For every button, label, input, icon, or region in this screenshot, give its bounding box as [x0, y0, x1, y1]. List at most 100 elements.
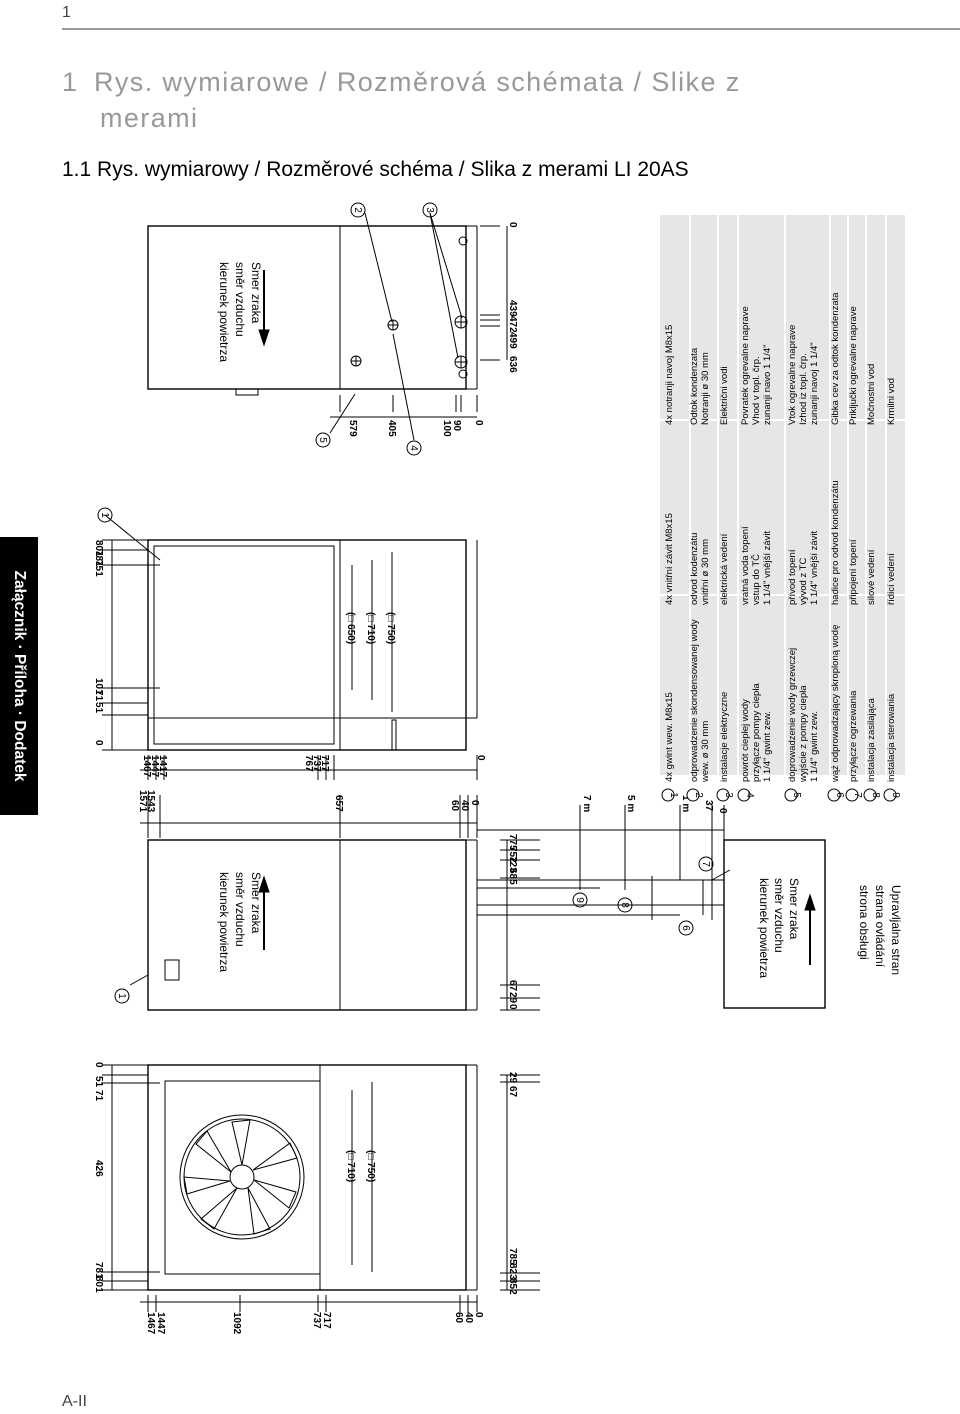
- dim-101: 101: [93, 678, 104, 695]
- legend-text-cz: vývod z TC: [798, 558, 809, 605]
- dim-0-topview: 0: [475, 755, 486, 761]
- legend-text-cz: elektrická vedení: [719, 533, 730, 605]
- side-view-middle: [129, 795, 826, 1011]
- legend-number-circle: [883, 788, 897, 802]
- dim-40-front: 40: [463, 1312, 474, 1324]
- dim-801: 801: [93, 540, 104, 557]
- dim-717: 717: [319, 755, 330, 772]
- arrow-up-icon: [258, 875, 270, 893]
- callout-1a: [97, 507, 113, 523]
- dim-1447: 1447: [149, 755, 160, 778]
- callout-3-label: 3: [424, 207, 435, 213]
- legend-number: 8: [870, 792, 881, 798]
- callout-3: [422, 202, 438, 218]
- dim-1417: 1417: [157, 755, 168, 778]
- legend-text-pl: doprowadzenie wody grzewczej: [787, 648, 798, 782]
- legend-number: 5: [791, 792, 802, 798]
- dim-0-left: 0: [93, 740, 104, 746]
- callout-4: [406, 440, 422, 456]
- legend-number: 3: [723, 792, 734, 798]
- legend-text-cz: 4x vnitřní závit M8x15: [664, 513, 675, 605]
- airflow-label-box-1: kierunek powietrza: [757, 878, 771, 978]
- arrow-down-icon: [258, 329, 270, 347]
- dim-852: 852: [507, 1278, 518, 1295]
- legend-text-sl: Krmilni vod: [886, 378, 897, 425]
- dim-439: 439: [507, 300, 518, 317]
- legend-text-pl: 1 1/4" gwint zew.: [809, 711, 820, 782]
- dim-71: 71: [93, 690, 104, 702]
- callout-9: [572, 892, 588, 908]
- legend-text-pl: 4x gwint wew. M8x15: [664, 692, 675, 782]
- legend-text-pl: wew. ø 30 mm: [700, 721, 711, 783]
- dim-0-frontleft: 0: [93, 1062, 104, 1068]
- side-tab: Załącznik · Příloha · Dodatek: [0, 537, 38, 815]
- airflow-label-3: Smer zraka: [249, 262, 263, 324]
- section-number: 1: [62, 67, 79, 97]
- callout-7: [698, 856, 714, 872]
- callout-9-label: 9: [574, 897, 585, 903]
- dim-29: 29: [507, 992, 518, 1004]
- dim-0-midright: 0: [717, 808, 728, 814]
- distance-1m: 1 m: [680, 795, 691, 812]
- legend-text-sl: Močnostni vod: [866, 364, 877, 425]
- subsection-heading: 1.1 Rys. wymiarowy / Rozměrové schéma / …: [62, 158, 689, 181]
- legend-text-pl: powrót ciepłej wody: [740, 699, 751, 782]
- legend-text-sl: Vhod v topl. črp.: [751, 356, 762, 425]
- legend-text-sl: Vtok ogrevalne naprave: [787, 325, 798, 425]
- dim-751: 751: [93, 560, 104, 577]
- legend-number: 1: [668, 792, 679, 798]
- airflow-arrows: [258, 270, 816, 965]
- dim-1467: 1467: [141, 755, 152, 778]
- dim-499: 499: [507, 332, 518, 349]
- legend-number: 6: [834, 792, 845, 798]
- callout-6-label: 6: [680, 925, 691, 931]
- legend-number-circle: [661, 788, 675, 802]
- dim-579: 579: [347, 420, 358, 437]
- dim-51: 51: [93, 702, 104, 714]
- legend-text-sl: Odtok kondenzata: [689, 347, 700, 425]
- callout-2-label: 2: [352, 207, 363, 213]
- legend-text-cz: 1 1/4" vnější závit: [809, 531, 820, 605]
- legend-number-circle: [827, 788, 841, 802]
- legend-text-pl: przyłącze pompy ciepła: [751, 683, 762, 782]
- dim-636: 636: [507, 356, 518, 373]
- legend-number: 2: [693, 792, 704, 798]
- airflow-label-1: kierunek powietrza: [217, 262, 231, 362]
- service-label-2: strana ovládání: [873, 885, 887, 968]
- legend-number-circle: [863, 788, 877, 802]
- dim-737-front: 737: [311, 1312, 322, 1329]
- dim-71-front: 71: [93, 1090, 104, 1102]
- airflow-label-mid-2: směr vzduchu: [233, 872, 247, 947]
- legend-text-cz: řídicí vedení: [886, 553, 897, 605]
- dim-750-front: (□ 750): [365, 1150, 376, 1182]
- dim-37: 37: [703, 800, 714, 812]
- page-number: 1: [62, 4, 71, 21]
- dim-781: 781: [93, 550, 104, 567]
- legend-grid: [660, 215, 905, 775]
- dim-0-midleft: 0: [507, 1004, 518, 1010]
- dim-51-front: 51: [93, 1076, 104, 1088]
- legend-number: 7: [852, 792, 863, 798]
- dim-40: 40: [459, 800, 470, 812]
- legend-text-cz: vstup do TČ: [751, 554, 762, 605]
- dim-710-front: (□ 710): [345, 1150, 356, 1182]
- legend-text-sl: zunanji navoj 1 1/4": [809, 342, 820, 425]
- legend-number-circle: [784, 788, 798, 802]
- legend-text-sl: Priključki ogrevalne naprave: [848, 306, 859, 425]
- legend-text-pl: odprowadzenie skondensowanej wody: [689, 619, 700, 782]
- dim-781-front: 781: [93, 1262, 104, 1279]
- dim-823: 823: [507, 1263, 518, 1280]
- dim-1447-front: 1447: [155, 1312, 166, 1335]
- legend-number-circle: [737, 788, 751, 802]
- dim-1571: 1571: [137, 790, 148, 813]
- callout-5-label: 5: [317, 437, 328, 443]
- legend-text-pl: wyjście z pompy ciepła: [798, 685, 809, 783]
- legend-text-cz: odvod kodenzátu: [689, 533, 700, 605]
- dim-775: 775: [507, 834, 518, 851]
- dim-0-sidebottom: 0: [473, 420, 484, 426]
- dim-1467-front: 1467: [145, 1312, 156, 1335]
- dim-785: 785: [507, 1248, 518, 1265]
- dim-67: 67: [507, 980, 518, 992]
- footer-page-label: A-II: [62, 1393, 87, 1410]
